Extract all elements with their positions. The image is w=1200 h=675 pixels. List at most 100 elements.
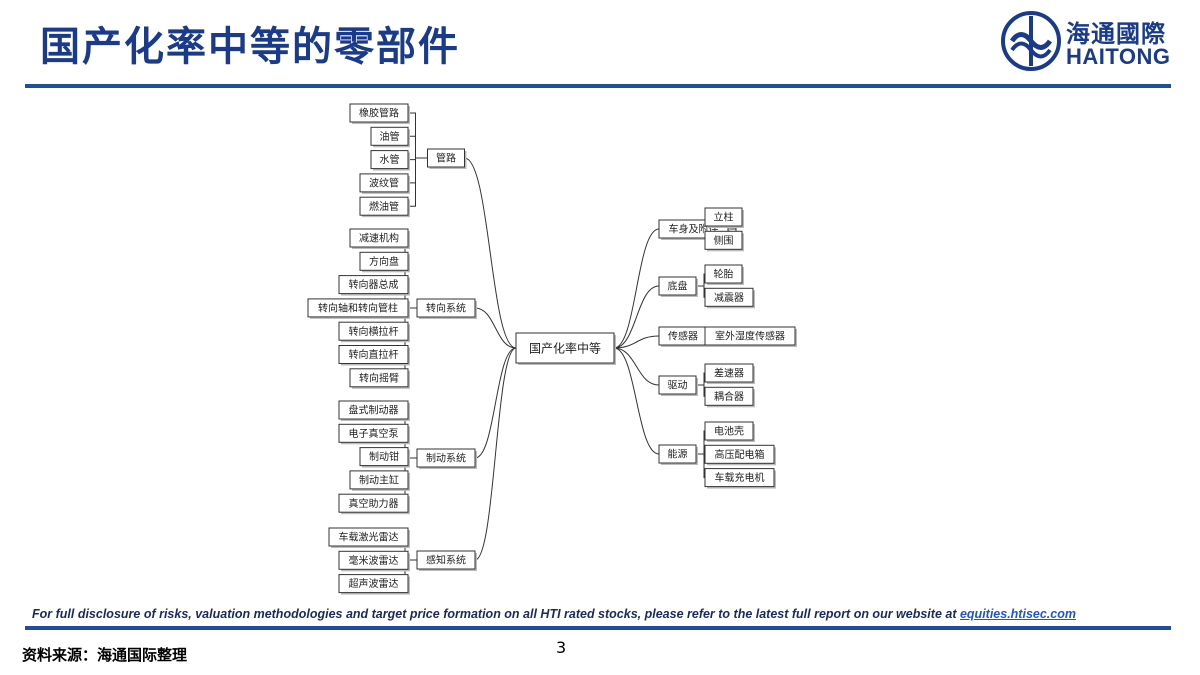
leaf-node: 超声波雷达 [338,574,410,595]
footer-divider [25,626,1171,630]
leaf-node: 方向盘 [359,251,410,273]
leaf-node-label: 制动钳 [369,450,399,463]
leaf-node-label: 转向直拉杆 [349,348,399,361]
leaf-node: 转向直拉杆 [338,345,410,366]
leaf-node: 盘式制动器 [338,400,410,421]
root-node-label: 国产化率中等 [529,340,601,355]
link-root-to-category [464,157,517,349]
leaf-node: 轮胎 [704,264,744,285]
category-node-label: 底盘 [668,280,688,293]
category-node-label: 能源 [668,448,688,461]
link-root-to-category [474,347,517,561]
link-category-to-leaf [408,157,428,207]
leaf-node: 毫米波雷达 [338,550,410,572]
leaf-node: 电池壳 [704,421,755,442]
leaf-node: 减速机构 [349,228,410,249]
leaf-node-label: 差速器 [714,367,744,380]
leaf-node-label: 制动主缸 [359,474,399,487]
category-node: 能源 [658,444,698,465]
link-category-to-leaf [408,112,428,159]
leaf-node-label: 侧围 [714,234,734,247]
leaf-node: 制动钳 [359,447,410,468]
category-node-label: 管路 [436,152,456,165]
leaf-node-label: 转向摇臂 [359,371,399,384]
leaf-node-label: 减震器 [714,292,744,304]
category-node: 感知系统 [416,550,477,571]
leaf-node: 真空助力器 [338,493,410,515]
leaf-node-label: 立柱 [714,211,734,224]
category-node: 制动系统 [416,448,477,469]
leaf-node-label: 波纹管 [369,177,399,190]
leaf-node: 油管 [370,126,410,148]
header-divider [25,84,1171,88]
category-node-label: 传感器 [668,330,698,343]
leaf-node: 车载激光雷达 [328,527,410,548]
leaf-node-label: 车载激光雷达 [339,531,399,544]
leaf-node-label: 超声波雷达 [349,577,399,590]
category-node-label: 转向系统 [426,302,466,315]
leaf-node: 转向器总成 [338,275,410,296]
link-root-to-category [613,228,660,349]
leaf-node: 转向摇臂 [349,368,410,389]
leaf-node: 高压配电箱 [704,444,776,466]
link-root-to-category [474,307,517,349]
company-logo: 海通國際 HAITONG [1000,10,1180,72]
leaf-node: 水管 [370,150,410,171]
leaf-node-label: 盘式制动器 [349,404,399,417]
leaf-node: 减震器 [704,287,755,309]
category-node: 转向系统 [416,298,477,319]
link-category-to-leaf [408,157,428,184]
page-title: 国产化率中等的零部件 [40,23,460,70]
leaf-node-label: 油管 [380,130,400,143]
category-node: 传感器 [658,326,709,347]
logo-name-en: HAITONG [1066,44,1171,69]
leaf-node-label: 转向轴和转向管柱 [318,302,398,315]
source-note: 资料来源：海通国际整理 [22,646,188,664]
website-link[interactable]: equities.htisec.com [959,607,1076,621]
leaf-node-label: 毫米波雷达 [349,554,399,567]
leaf-node-label: 转向横拉杆 [349,325,399,338]
leaf-node-label: 真空助力器 [349,497,399,510]
leaf-node: 车载充电机 [704,468,776,489]
leaf-node: 转向轴和转向管柱 [307,298,410,319]
leaf-node-label: 减速机构 [359,232,399,245]
category-node-label: 感知系统 [426,554,466,567]
disclosure-text: For full disclosure of risks, valuation … [32,607,1076,621]
leaf-node-label: 室外湿度传感器 [715,330,785,343]
leaf-node: 燃油管 [359,196,410,218]
logo-name-cn: 海通國際 [1066,20,1166,48]
leaf-node: 波纹管 [359,173,410,194]
haitong-logo-icon [1001,11,1061,71]
leaf-node: 侧围 [704,230,744,252]
page-number: 3 [556,638,567,657]
link-root-to-category [613,335,660,349]
leaf-node: 橡胶管路 [349,103,410,124]
leaf-node-label: 方向盘 [369,255,399,268]
leaf-node-label: 水管 [380,153,400,166]
category-node: 底盘 [658,276,698,297]
link-root-to-category [613,285,660,349]
link-root-to-category [613,347,660,455]
leaf-node: 室外湿度传感器 [704,326,797,347]
link-category-to-leaf [408,135,428,159]
root-node: 国产化率中等 [515,332,616,365]
leaf-node-label: 橡胶管路 [359,107,399,120]
category-node: 管路 [427,148,467,169]
leaf-node: 耦合器 [704,386,755,408]
leaf-node-label: 燃油管 [369,200,399,213]
leaf-node: 转向横拉杆 [338,321,410,343]
link-root-to-category [474,347,517,459]
leaf-node-label: 轮胎 [714,268,734,281]
leaf-node-label: 电子真空泵 [349,427,399,440]
leaf-node-label: 电池壳 [714,425,744,438]
category-node-label: 驱动 [668,380,688,392]
category-node: 驱动 [658,375,698,396]
leaf-node: 立柱 [704,207,744,228]
leaf-node-label: 高压配电箱 [715,448,765,461]
leaf-node: 电子真空泵 [338,423,410,445]
leaf-node-label: 转向器总成 [349,278,399,291]
leaf-node: 差速器 [704,363,755,384]
leaf-node: 制动主缸 [349,470,410,491]
